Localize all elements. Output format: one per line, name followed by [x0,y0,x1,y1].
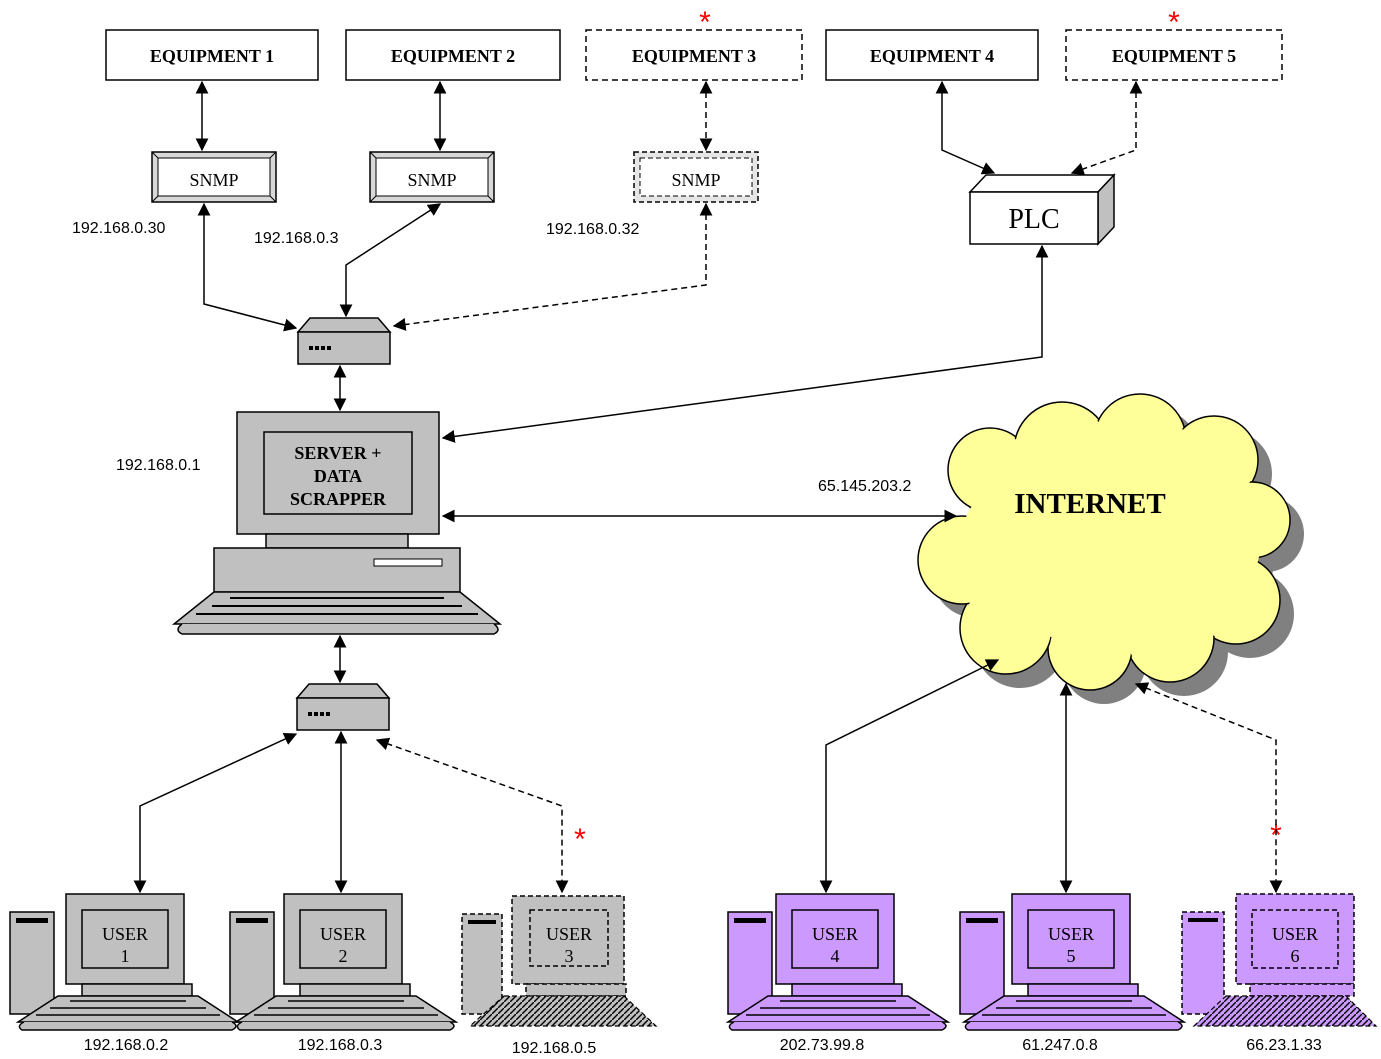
equipment-5-box: EQUIPMENT 5 [1065,29,1283,81]
plc-label: PLC [1008,204,1059,235]
equipment-1-label: EQUIPMENT 1 [150,46,274,66]
snmp-box-3: SNMP [633,151,759,203]
connection-lines [133,80,1283,894]
equipment-1-box: EQUIPMENT 1 [105,29,319,81]
user-2-label-number: 2 [339,946,348,966]
snmp-1-label: SNMP [189,170,238,190]
user-4-workstation [725,893,951,1031]
equipment-2-label: EQUIPMENT 2 [391,46,515,66]
user-4-ip: 202.73.99.8 [780,1037,865,1054]
user-3-label-word: USER [546,924,592,944]
snmp-3-ip: 192.168.0.32 [546,221,640,238]
optional-marker-equipment-5: * [1168,6,1180,39]
snmp-2-label: SNMP [407,170,456,190]
user-6-workstation [1181,893,1378,1027]
equipment-4-box: EQUIPMENT 4 [825,29,1039,81]
user-3-label-number: 3 [565,946,574,966]
server-label-line-3: SCRAPPER [290,489,387,509]
user-1-ip: 192.168.0.2 [84,1037,169,1054]
plc-box: PLC [968,173,1116,246]
equipment-3-box: EQUIPMENT 3 [585,29,803,81]
user-1-label-word: USER [102,924,148,944]
user-5-label-number: 5 [1067,946,1076,966]
snmp-box-2: SNMP [369,151,495,203]
internet-label: INTERNET [1014,488,1166,520]
user-6-label-word: USER [1272,924,1318,944]
optional-marker-user-3: * [574,823,586,856]
user-4-label-word: USER [812,924,858,944]
user-2-label-word: USER [320,924,366,944]
equipment-2-box: EQUIPMENT 2 [345,29,561,81]
equipment-3-label: EQUIPMENT 3 [632,46,756,66]
user-4-label-number: 4 [831,946,840,966]
equipment-4-label: EQUIPMENT 4 [870,46,994,66]
user-5-ip: 61.247.0.8 [1022,1037,1098,1054]
equipment-5-label: EQUIPMENT 5 [1112,46,1236,66]
snmp-3-label: SNMP [671,170,720,190]
user-6-ip: 66.23.1.33 [1246,1037,1322,1054]
hub-bottom [295,683,391,731]
user-5-label-word: USER [1048,924,1094,944]
server-ip: 192.168.0.1 [116,457,201,474]
server-computer [171,411,503,635]
snmp-2-ip: 192.168.0.3 [254,230,339,247]
optional-marker-equipment-3: * [699,6,711,39]
user-3-ip: 192.168.0.5 [512,1040,597,1057]
user-3-workstation [461,895,658,1027]
internet-ip: 65.145.203.2 [818,478,912,495]
hub-top [296,317,392,365]
snmp-box-1: SNMP [151,151,277,203]
user-2-workstation [229,893,459,1031]
user-2-ip: 192.168.0.3 [298,1037,383,1054]
server-label-line-2: DATA [314,466,362,486]
user-5-workstation [959,893,1187,1031]
server-label-line-1: SERVER + [294,443,381,463]
user-6-label-number: 6 [1291,946,1300,966]
user-1-label-number: 1 [121,946,130,966]
internet-cloud [917,393,1304,704]
user-1-workstation [9,893,241,1031]
snmp-1-ip: 192.168.0.30 [72,220,166,237]
